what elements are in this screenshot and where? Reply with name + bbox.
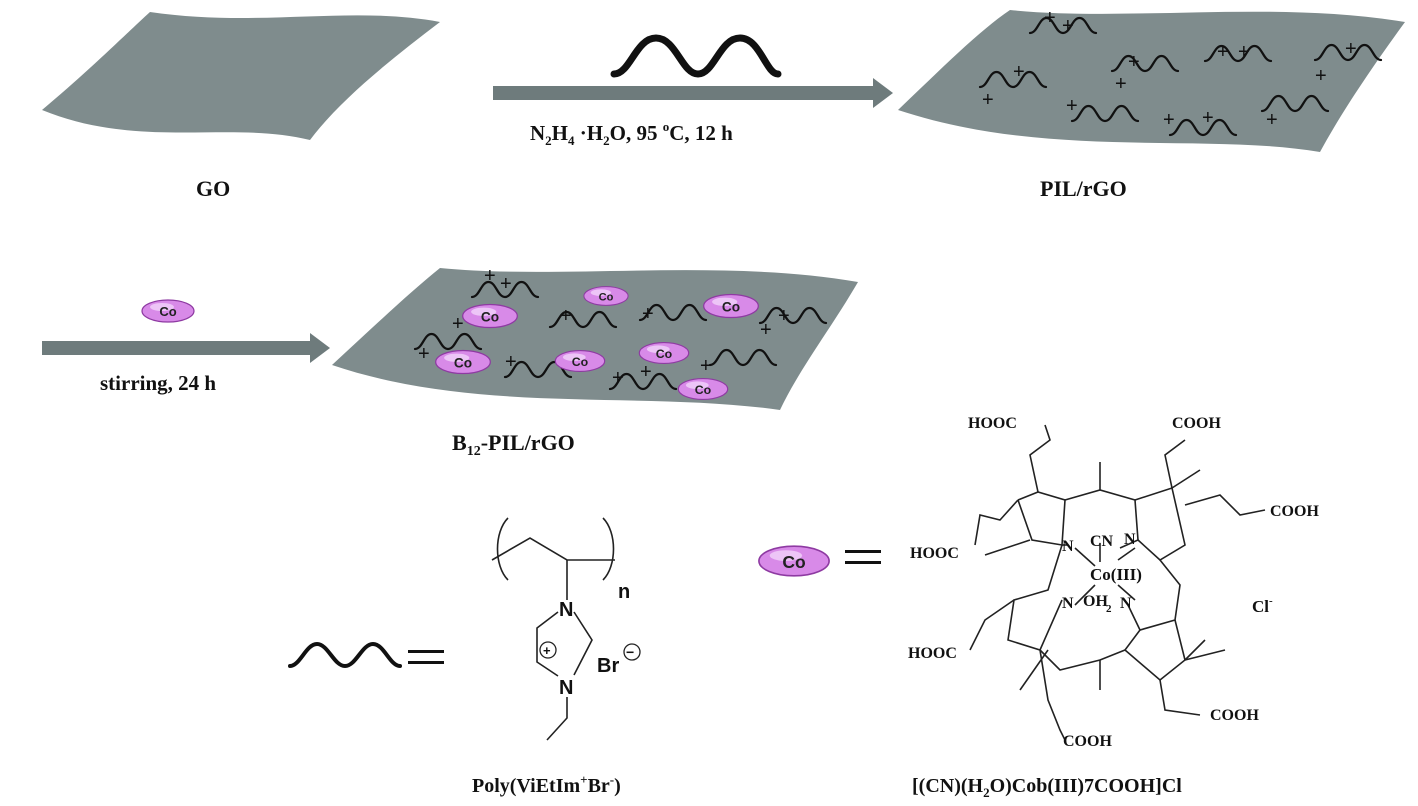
svg-text:OH: OH <box>1083 593 1108 610</box>
svg-text:+: + <box>1163 109 1175 131</box>
svg-text:Co: Co <box>599 291 614 303</box>
svg-text:Co: Co <box>782 552 806 572</box>
svg-text:2: 2 <box>1106 603 1112 615</box>
svg-text:+: + <box>1238 41 1250 63</box>
svg-text:Co: Co <box>454 355 472 370</box>
svg-text:Co: Co <box>159 304 176 319</box>
pil-rgo-label: PIL/rGO <box>1040 176 1127 201</box>
arrow1-wave-icon <box>610 34 782 78</box>
pil-chains: ++ ++ ++ ++ ++ + + ++ <box>978 7 1383 137</box>
cobalamin-structure: HOOC COOH COOH HOOC HOOC COOH COOH CN N … <box>908 415 1319 750</box>
svg-text:N: N <box>1062 538 1074 555</box>
svg-text:+: + <box>484 265 496 287</box>
svg-text:+: + <box>543 643 551 658</box>
svg-text:+: + <box>778 305 790 327</box>
svg-text:+: + <box>760 319 772 341</box>
svg-text:+: + <box>982 89 994 111</box>
arrow1-conditions: N2H4 ·H2O, 95 oC, 12 h <box>530 119 733 148</box>
svg-text:Co: Co <box>572 355 589 369</box>
svg-text:+: + <box>642 303 654 325</box>
svg-text:Co: Co <box>481 309 499 324</box>
svg-text:+: + <box>1062 15 1074 37</box>
svg-text:n: n <box>618 581 630 603</box>
svg-text:+: + <box>500 273 512 295</box>
co-reagent-icon: Co <box>141 299 195 323</box>
go-label: GO <box>196 176 230 201</box>
legend-wave-icon <box>288 641 402 669</box>
svg-text:Co(III): Co(III) <box>1090 565 1142 584</box>
b12-pil-rgo-label: B12-PIL/rGO <box>452 430 575 459</box>
legend-equals-2 <box>845 550 881 564</box>
co-particles: Co Co Co Co Co Co Co <box>435 286 759 401</box>
svg-text:Co: Co <box>656 347 673 361</box>
arrow2-conditions: stirring, 24 h <box>100 371 216 395</box>
svg-text:COOH: COOH <box>1172 415 1221 432</box>
svg-text:N: N <box>559 599 573 621</box>
svg-text:+: + <box>1128 51 1140 73</box>
svg-text:Cl-: Cl- <box>1252 595 1273 616</box>
svg-text:Co: Co <box>722 299 740 314</box>
svg-text:Br: Br <box>597 655 619 677</box>
svg-text:HOOC: HOOC <box>968 415 1017 432</box>
svg-text:+: + <box>1044 7 1056 29</box>
svg-text:−: − <box>626 644 634 660</box>
svg-text:+: + <box>1066 95 1078 117</box>
reaction-arrow-1 <box>493 78 893 108</box>
svg-text:HOOC: HOOC <box>910 545 959 562</box>
pil-rgo-sheet <box>898 10 1405 152</box>
svg-text:+: + <box>1013 61 1025 83</box>
svg-text:CN: CN <box>1090 533 1114 550</box>
svg-text:COOH: COOH <box>1063 733 1112 750</box>
svg-text:+: + <box>418 343 430 365</box>
poly-structure: n N N + Br − <box>491 517 641 741</box>
svg-text:HOOC: HOOC <box>908 645 957 662</box>
svg-text:+: + <box>1115 73 1127 95</box>
svg-text:+: + <box>560 305 572 327</box>
svg-text:+: + <box>1266 109 1278 131</box>
svg-text:+: + <box>1315 65 1327 87</box>
svg-text:+: + <box>1202 107 1214 129</box>
svg-text:+: + <box>505 351 517 373</box>
svg-text:N: N <box>559 677 573 699</box>
svg-text:+: + <box>1217 41 1229 63</box>
reaction-arrow-2 <box>42 333 330 363</box>
svg-text:+: + <box>640 361 652 383</box>
svg-text:N: N <box>1124 531 1136 548</box>
legend-co-icon: Co <box>758 545 830 577</box>
go-sheet <box>42 12 440 140</box>
cob-name-label: [(CN)(H2O)Cob(III)7COOH]Cl <box>912 775 1182 800</box>
legend-equals-1 <box>408 650 444 664</box>
svg-text:+: + <box>452 313 464 335</box>
svg-text:N: N <box>1062 595 1074 612</box>
poly-name-label: Poly(ViEtIm+Br-) <box>472 772 621 797</box>
svg-text:+: + <box>1345 38 1357 60</box>
svg-text:COOH: COOH <box>1270 503 1319 520</box>
svg-text:+: + <box>612 367 624 389</box>
svg-text:Co: Co <box>695 383 712 397</box>
svg-text:+: + <box>700 355 712 377</box>
svg-text:N: N <box>1120 595 1132 612</box>
b12-chains: ++ + + + ++ + + ++ + <box>413 265 828 391</box>
svg-text:COOH: COOH <box>1210 707 1259 724</box>
